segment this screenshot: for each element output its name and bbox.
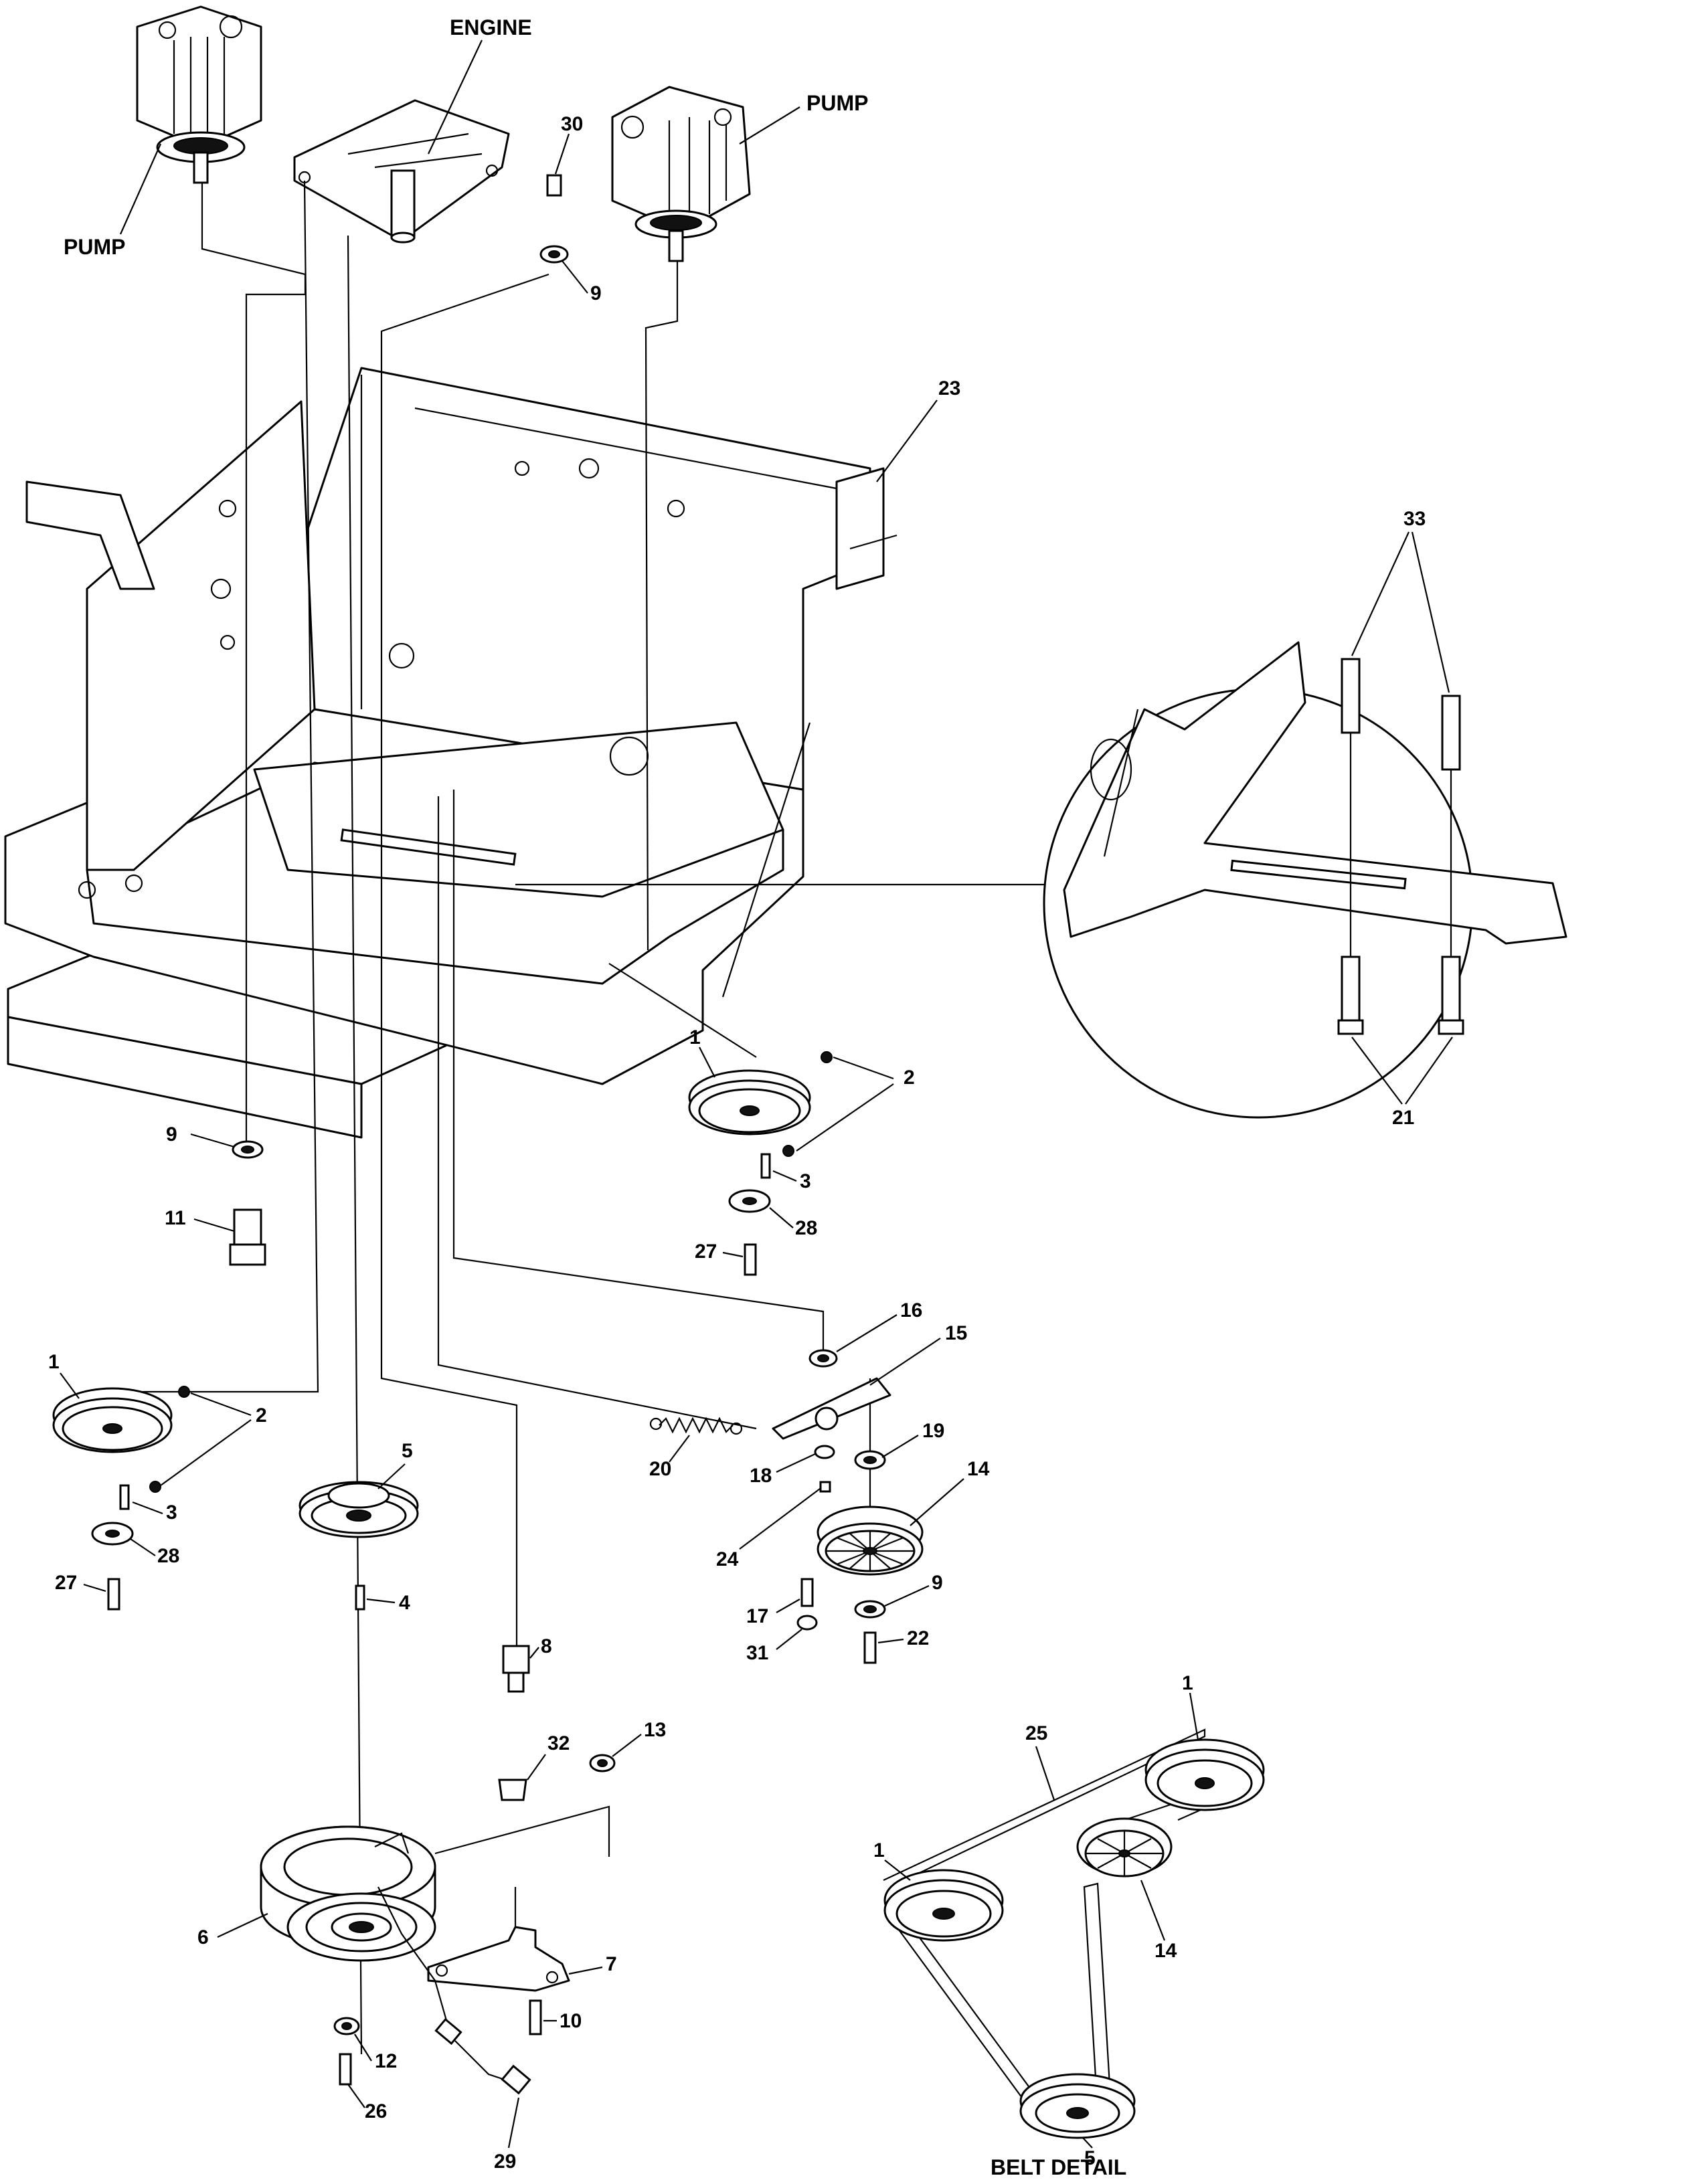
callout-9-idler: 9: [932, 1572, 943, 1594]
callout-1-belt-left: 1: [873, 1839, 885, 1861]
bolt-10-icon: [529, 1999, 542, 2035]
pump-right-label: PUMP: [806, 91, 868, 115]
callout-7: 7: [606, 1953, 617, 1975]
callout-27-left: 27: [55, 1572, 77, 1594]
callout-31: 31: [746, 1642, 768, 1664]
bolt-8-icon: [502, 1645, 530, 1674]
callout-32: 32: [547, 1732, 570, 1754]
belt-detail-label: BELT DETAIL: [991, 2155, 1126, 2179]
callout-1-belt-top: 1: [1182, 1672, 1193, 1694]
callout-15: 15: [945, 1322, 967, 1344]
callout-13: 13: [644, 1719, 666, 1741]
bolt-21-a-icon: [1341, 955, 1361, 1022]
bolt-11-icon: [233, 1208, 262, 1246]
callout-6: 6: [197, 1926, 209, 1948]
pump-left: [136, 5, 262, 184]
detail-circle: [515, 641, 1567, 1119]
bolt-27-top-icon: [744, 1243, 757, 1276]
bolt-30-icon: [546, 174, 562, 197]
callout-16: 16: [900, 1299, 922, 1322]
callout-3-top: 3: [800, 1170, 811, 1192]
callout-1-top: 1: [689, 1026, 701, 1049]
callout-23: 23: [938, 377, 960, 399]
callout-18: 18: [750, 1465, 772, 1487]
callout-33: 33: [1403, 508, 1426, 530]
bolt-17-icon: [800, 1578, 814, 1607]
pump-left-label: PUMP: [64, 235, 125, 259]
nut-24-icon: [819, 1481, 831, 1493]
callout-12: 12: [375, 2050, 397, 2072]
callout-20: 20: [649, 1458, 671, 1480]
bushing-18-icon: [814, 1445, 835, 1459]
pulley-1-left: [52, 1386, 190, 1493]
idler-pulley-14: [817, 1506, 924, 1576]
callout-30: 30: [561, 113, 583, 135]
callout-22: 22: [907, 1627, 929, 1649]
pump-right: [611, 86, 751, 262]
callout-27-top: 27: [695, 1241, 717, 1263]
engine-label: ENGINE: [450, 15, 532, 39]
bolt-27-left-icon: [107, 1578, 120, 1611]
callout-2-left: 2: [256, 1404, 267, 1427]
belt-detail: [883, 1728, 1265, 2139]
pulley-1-top: [688, 1051, 833, 1157]
callout-3-left: 3: [166, 1502, 177, 1524]
chassis-frame: [4, 367, 898, 1139]
callout-28-top: 28: [795, 1217, 817, 1239]
callout-26: 26: [365, 2100, 387, 2122]
callout-9-left: 9: [166, 1123, 177, 1146]
callout-10: 10: [560, 2010, 582, 2032]
callout-9-top: 9: [590, 282, 602, 304]
key-3-left-icon: [119, 1484, 130, 1510]
bolt-22-icon: [863, 1631, 877, 1664]
key-4-icon: [355, 1584, 365, 1611]
spacer-33-b-icon: [1441, 695, 1461, 771]
callout-5-belt: 5: [1084, 2147, 1096, 2169]
callout-29: 29: [494, 2151, 516, 2173]
electric-clutch-6: [260, 1825, 436, 1962]
bolt-26-icon: [339, 2053, 352, 2086]
pulley-5: [298, 1481, 419, 1538]
wire-harness-29-icon: [377, 1886, 531, 2095]
callout-28-left: 28: [157, 1545, 179, 1567]
bolt-21-b-icon: [1441, 955, 1461, 1022]
callout-1-left: 1: [48, 1351, 60, 1373]
callout-21: 21: [1392, 1107, 1414, 1129]
callout-14-belt: 14: [1155, 1940, 1177, 1962]
engine-mount: [293, 99, 510, 244]
callout-24: 24: [716, 1548, 739, 1570]
clutch-bracket-7-icon: [427, 1926, 570, 1992]
callout-4: 4: [399, 1592, 410, 1614]
spacer-31-icon: [796, 1615, 818, 1631]
callout-14-main: 14: [967, 1458, 990, 1480]
bushing-32-icon: [498, 1779, 527, 1801]
engine-shaft-icon: [390, 169, 416, 239]
key-3-top-icon: [760, 1153, 771, 1179]
callout-8: 8: [541, 1635, 552, 1657]
callout-2-top: 2: [904, 1067, 915, 1089]
callout-19: 19: [922, 1420, 944, 1442]
callout-5-main: 5: [402, 1440, 413, 1462]
spring-20-icon: [649, 1417, 743, 1435]
callout-25: 25: [1025, 1722, 1047, 1744]
callout-17: 17: [746, 1605, 768, 1627]
spacer-33-a-icon: [1341, 658, 1361, 734]
callout-11: 11: [165, 1207, 186, 1229]
